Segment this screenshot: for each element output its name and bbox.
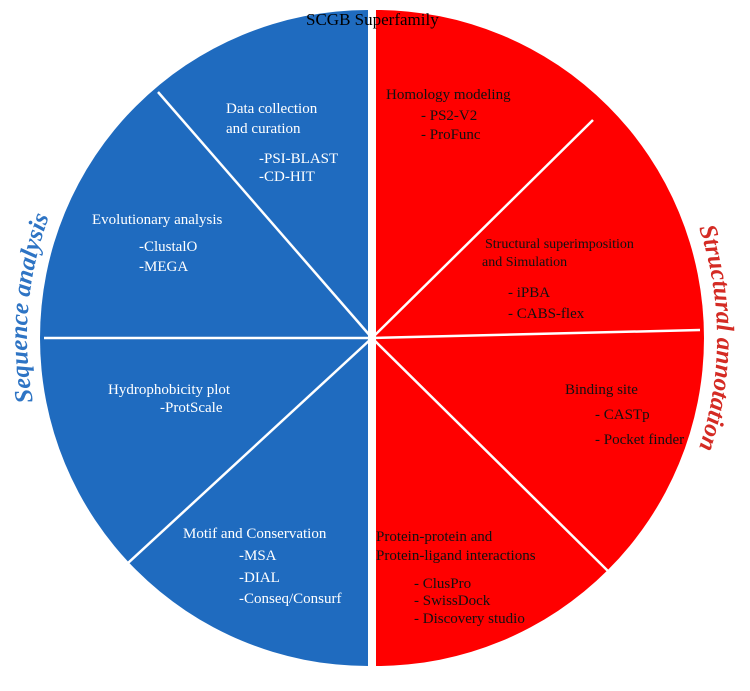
evolutionary-item-clustalo: -ClustalO (139, 239, 198, 255)
data-collection-item-cd-hit: -CD-HIT (259, 169, 315, 185)
motif-item-conseq-consurf: -Conseq/Consurf (239, 591, 342, 607)
interactions-item-cluspro: - ClusPro (414, 576, 472, 592)
diagram-title: SCGB Superfamily (306, 10, 439, 29)
motif-item-dial: -DIAL (239, 570, 280, 586)
interactions-item-swissdock: - SwissDock (414, 593, 491, 609)
interactions-title: Protein-protein and (376, 529, 493, 545)
motif-item-msa: -MSA (239, 548, 277, 564)
divider-right-upper (371, 119, 594, 339)
data-collection-title-line2: and curation (226, 121, 301, 137)
divider-right-middle (371, 328, 701, 340)
interactions-item-discovery-studio: - Discovery studio (414, 611, 525, 627)
superimposition-item-cabs-flex: - CABS-flex (508, 306, 585, 322)
divider-left-upper (157, 91, 373, 339)
segment-dividers (44, 10, 701, 666)
data-collection-title: Data collection (226, 101, 318, 117)
divider-right-lower (371, 337, 614, 577)
evolutionary-item-mega: -MEGA (139, 259, 189, 275)
interactions-title-line2: Protein-ligand interactions (376, 548, 536, 564)
binding-item-pocket-finder: - Pocket finder (595, 432, 685, 448)
superimposition-title-line2: and Simulation (482, 255, 568, 270)
binding-site-title: Binding site (565, 382, 638, 398)
superimposition-item-ipba: - iPBA (508, 285, 551, 301)
hydrophobicity-item-protscale: -ProtScale (160, 400, 223, 416)
homology-modeling-title: Homology modeling (386, 87, 511, 103)
hydrophobicity-plot-title: Hydrophobicity plot (108, 382, 231, 398)
superimposition-title: Structural superimposition (485, 237, 634, 252)
evolutionary-analysis-title: Evolutionary analysis (92, 212, 223, 228)
structural-annotation-half (376, 10, 704, 666)
data-collection-item-psi-blast: -PSI-BLAST (259, 151, 339, 167)
homology-item-profunc: - ProFunc (421, 127, 481, 143)
homology-item-ps2-v2: - PS2-V2 (421, 108, 478, 124)
binding-item-castp: - CASTp (595, 407, 650, 423)
motif-conservation-title: Motif and Conservation (183, 526, 327, 542)
divider-left-lower (126, 337, 373, 565)
